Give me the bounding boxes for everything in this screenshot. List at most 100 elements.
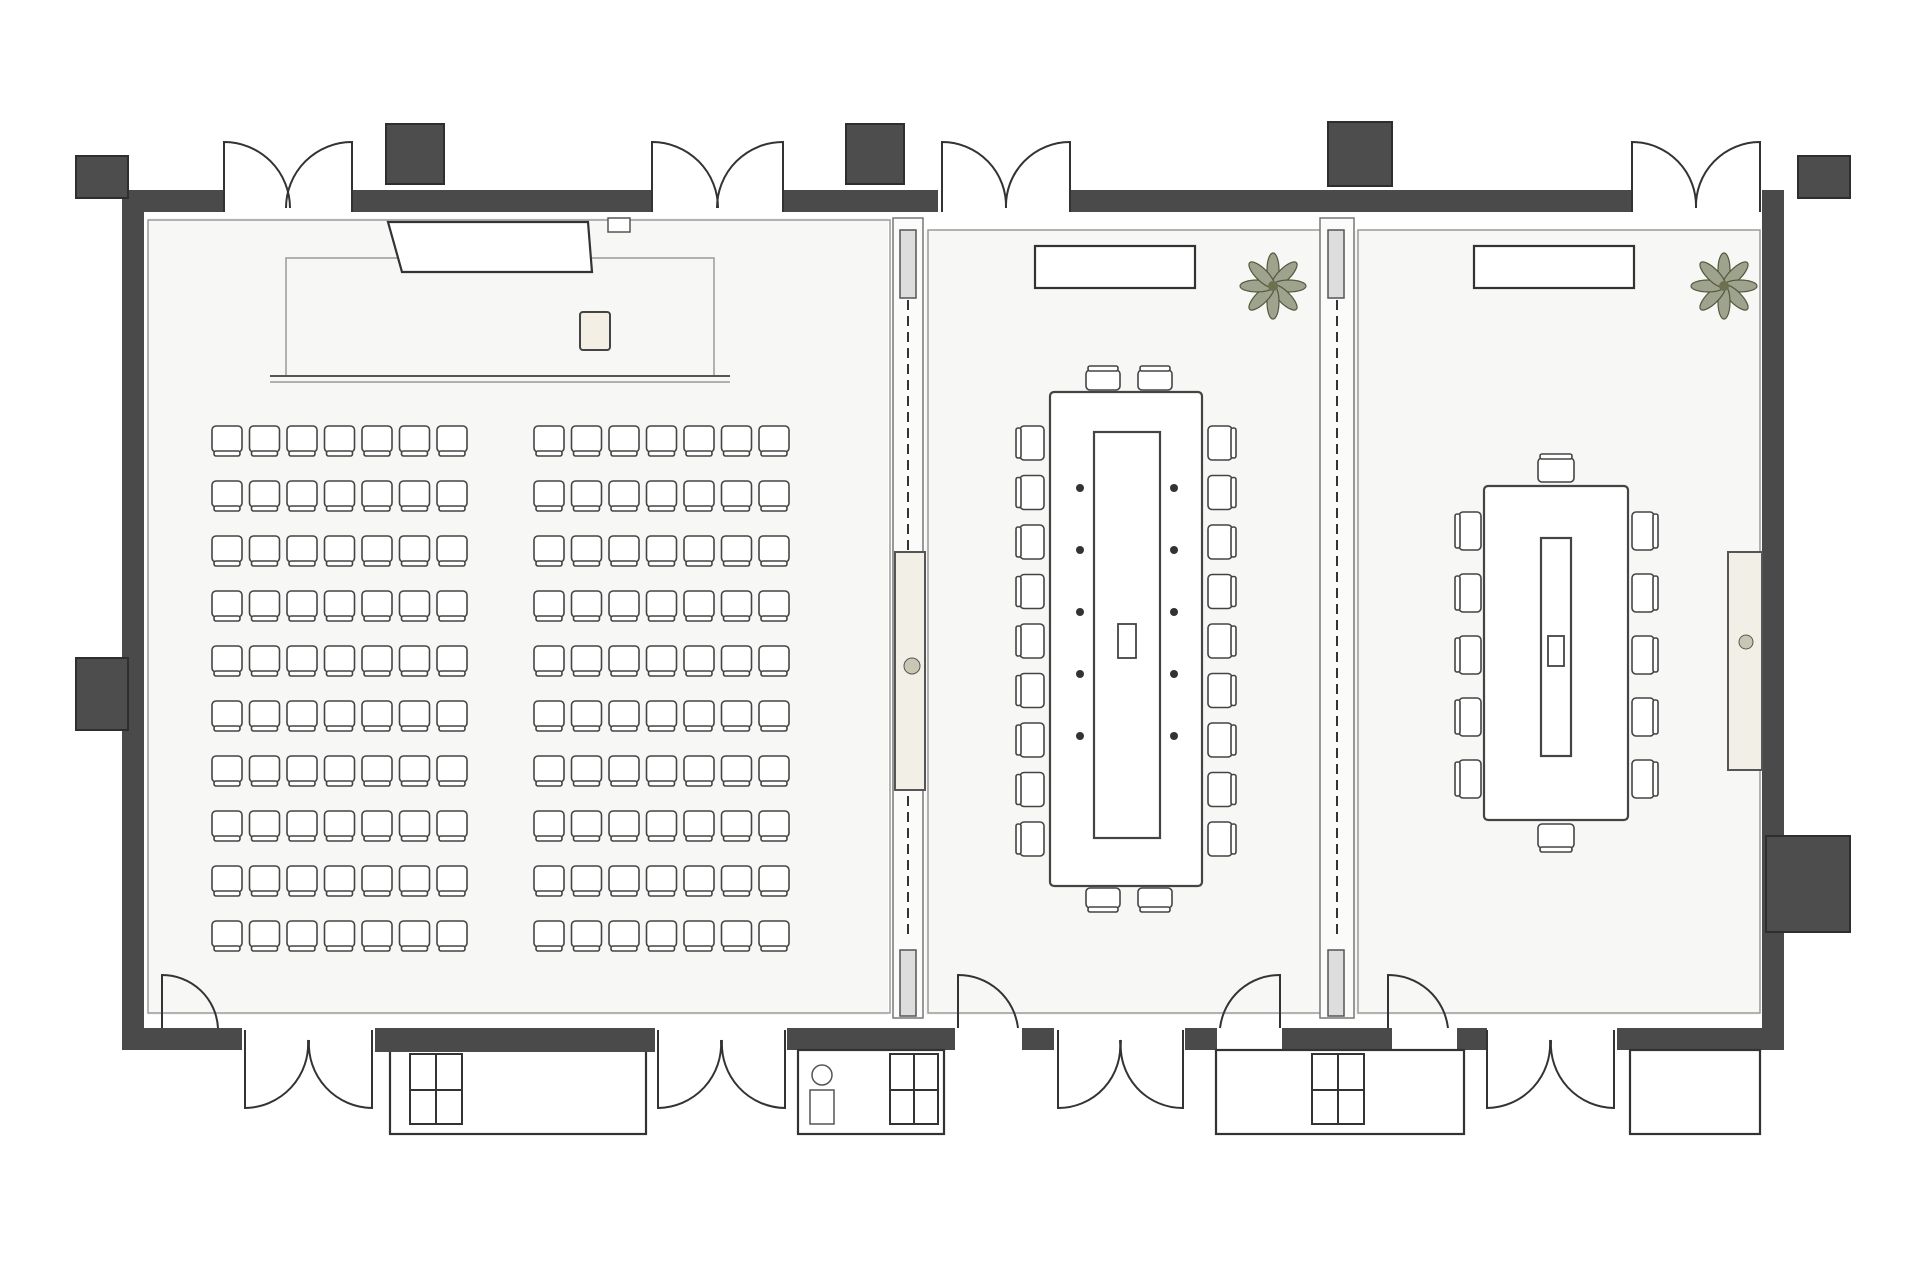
chair <box>211 480 243 512</box>
chair <box>1015 672 1045 709</box>
chair <box>286 700 318 732</box>
chair <box>286 425 318 457</box>
stage-area <box>270 217 730 383</box>
chair <box>211 535 243 567</box>
chair <box>683 645 715 677</box>
chair <box>1085 887 1121 913</box>
chair <box>570 645 603 677</box>
chair <box>361 645 393 677</box>
chair <box>720 700 753 732</box>
chair <box>1015 425 1045 461</box>
chair <box>570 700 603 732</box>
wall-display-2 <box>1472 244 1636 290</box>
column <box>385 123 445 185</box>
chair <box>1207 474 1237 511</box>
chair <box>1454 697 1482 737</box>
chair <box>645 480 678 512</box>
chair <box>720 865 753 897</box>
chair <box>1537 453 1575 483</box>
microphone-icon <box>1076 484 1084 492</box>
chair <box>720 425 753 457</box>
chair <box>361 425 393 457</box>
microphone-icon <box>1170 608 1178 616</box>
chair <box>361 535 393 567</box>
chair <box>361 700 393 732</box>
chair <box>683 755 715 787</box>
chair <box>398 425 431 457</box>
double-door <box>1486 1030 1615 1110</box>
microphone-icon <box>1170 670 1178 678</box>
chair <box>1085 365 1121 391</box>
chair <box>286 645 318 677</box>
table-power-port <box>1547 635 1565 667</box>
chair <box>570 810 603 842</box>
double-door <box>941 140 1071 212</box>
chair <box>398 480 431 512</box>
chair <box>248 920 281 952</box>
chair <box>533 865 565 897</box>
chair <box>361 865 393 897</box>
chair <box>286 590 318 622</box>
column <box>75 657 129 731</box>
double-door <box>223 140 353 212</box>
chair <box>683 590 715 622</box>
chair <box>570 535 603 567</box>
microphone-icon <box>1170 546 1178 554</box>
chair <box>1631 635 1659 675</box>
chair <box>1454 635 1482 675</box>
chair <box>683 535 715 567</box>
boardroom-large <box>1015 244 1237 913</box>
chair <box>211 645 243 677</box>
chair <box>1137 365 1173 391</box>
double-door <box>244 1030 373 1110</box>
chair <box>683 480 715 512</box>
window-bay <box>1628 1048 1762 1136</box>
chair <box>645 865 678 897</box>
chair <box>1207 821 1237 857</box>
top-doors <box>223 140 1761 212</box>
theatre-seating <box>211 425 790 952</box>
microphone-icon <box>1170 732 1178 740</box>
double-door <box>1631 140 1761 212</box>
chair <box>1207 771 1237 808</box>
chair <box>683 920 715 952</box>
chair <box>1631 573 1659 613</box>
chair <box>211 810 243 842</box>
chair <box>645 535 678 567</box>
chair <box>570 590 603 622</box>
chair <box>1207 623 1237 659</box>
chair <box>361 590 393 622</box>
chair <box>211 590 243 622</box>
chair <box>683 700 715 732</box>
chair <box>758 645 790 677</box>
chair <box>436 755 468 787</box>
window-bay <box>1214 1048 1466 1136</box>
chair <box>608 590 640 622</box>
chair <box>436 920 468 952</box>
chair <box>533 700 565 732</box>
microphone-icon <box>1076 608 1084 616</box>
chair <box>286 535 318 567</box>
chair <box>533 810 565 842</box>
chair <box>1454 573 1482 613</box>
chair <box>398 645 431 677</box>
chair <box>1454 511 1482 551</box>
chair <box>286 865 318 897</box>
chair <box>533 425 565 457</box>
chair <box>758 425 790 457</box>
chair <box>361 755 393 787</box>
column <box>1765 835 1851 933</box>
chair <box>758 700 790 732</box>
chair <box>758 590 790 622</box>
chair <box>533 590 565 622</box>
chair <box>323 425 356 457</box>
chair <box>398 755 431 787</box>
chair <box>248 810 281 842</box>
chair <box>608 425 640 457</box>
chair <box>645 755 678 787</box>
chair <box>1631 697 1659 737</box>
chair <box>683 865 715 897</box>
chair <box>608 645 640 677</box>
chair <box>398 700 431 732</box>
partition-walls <box>892 217 1355 1019</box>
